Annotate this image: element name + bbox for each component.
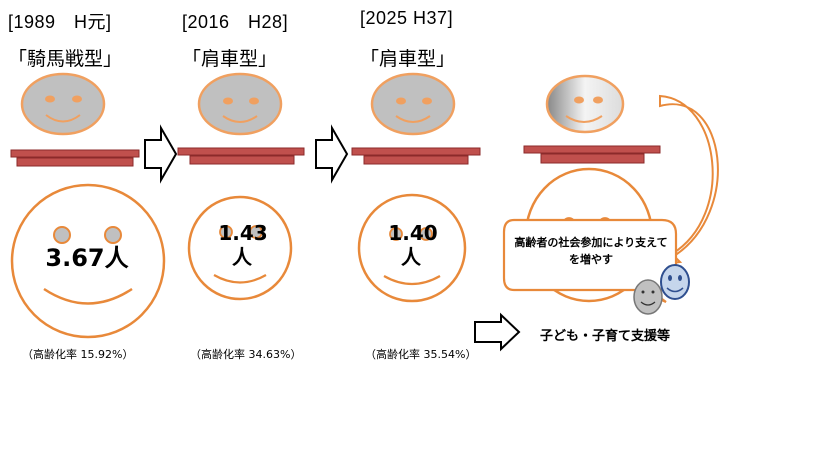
elder-face-2025 — [370, 72, 456, 136]
helper-face-blue — [660, 264, 690, 300]
model-label-kibasen: 「騎馬戦型」 — [8, 48, 123, 70]
aging-rate-1989: （高齢化率 15.92%） — [22, 348, 134, 361]
model-label-kataguruma-2016: 「肩車型」 — [182, 48, 278, 70]
aging-rate-2025: （高齢化率 35.54%） — [365, 348, 477, 361]
arrow-right-icon — [474, 312, 521, 352]
elder-face-2016 — [197, 72, 283, 136]
year-label-2025: [2025 H37] — [360, 8, 454, 28]
support-text: 子ども・子育て支援等 — [540, 329, 671, 344]
arrow-right-icon — [144, 124, 178, 184]
worker-face-2025 — [357, 193, 467, 303]
aging-rate-2016: （高齢化率 34.63%） — [190, 348, 302, 361]
helper-face-grey — [633, 279, 663, 315]
worker-count-2025-number: 1.40 — [388, 221, 437, 245]
model-label-kataguruma-2025: 「肩車型」 — [360, 48, 456, 70]
support-bar-future — [523, 145, 661, 164]
worker-count-1989: 3.67人 — [45, 244, 128, 272]
year-label-2016: [2016 H28] — [182, 12, 289, 32]
support-bar-2025 — [351, 147, 481, 165]
arrow-right-icon — [315, 124, 349, 184]
elder-face-future — [545, 74, 625, 134]
support-bar-1989 — [10, 149, 140, 167]
worker-face-1989 — [10, 183, 166, 339]
worker-count-2016-number: 1.43 — [218, 221, 267, 245]
year-label-1989: [1989 H元] — [8, 12, 112, 32]
elder-face-1989 — [20, 72, 106, 136]
support-bar-2016 — [177, 147, 305, 165]
bubble-text: 高齢者の社会参加により支えてを増やす — [514, 236, 668, 266]
worker-count-2025-unit: 人 — [401, 245, 422, 269]
curved-arrow-icon — [659, 94, 719, 266]
worker-count-2016-unit: 人 — [232, 245, 253, 269]
worker-face-2016 — [187, 195, 293, 301]
